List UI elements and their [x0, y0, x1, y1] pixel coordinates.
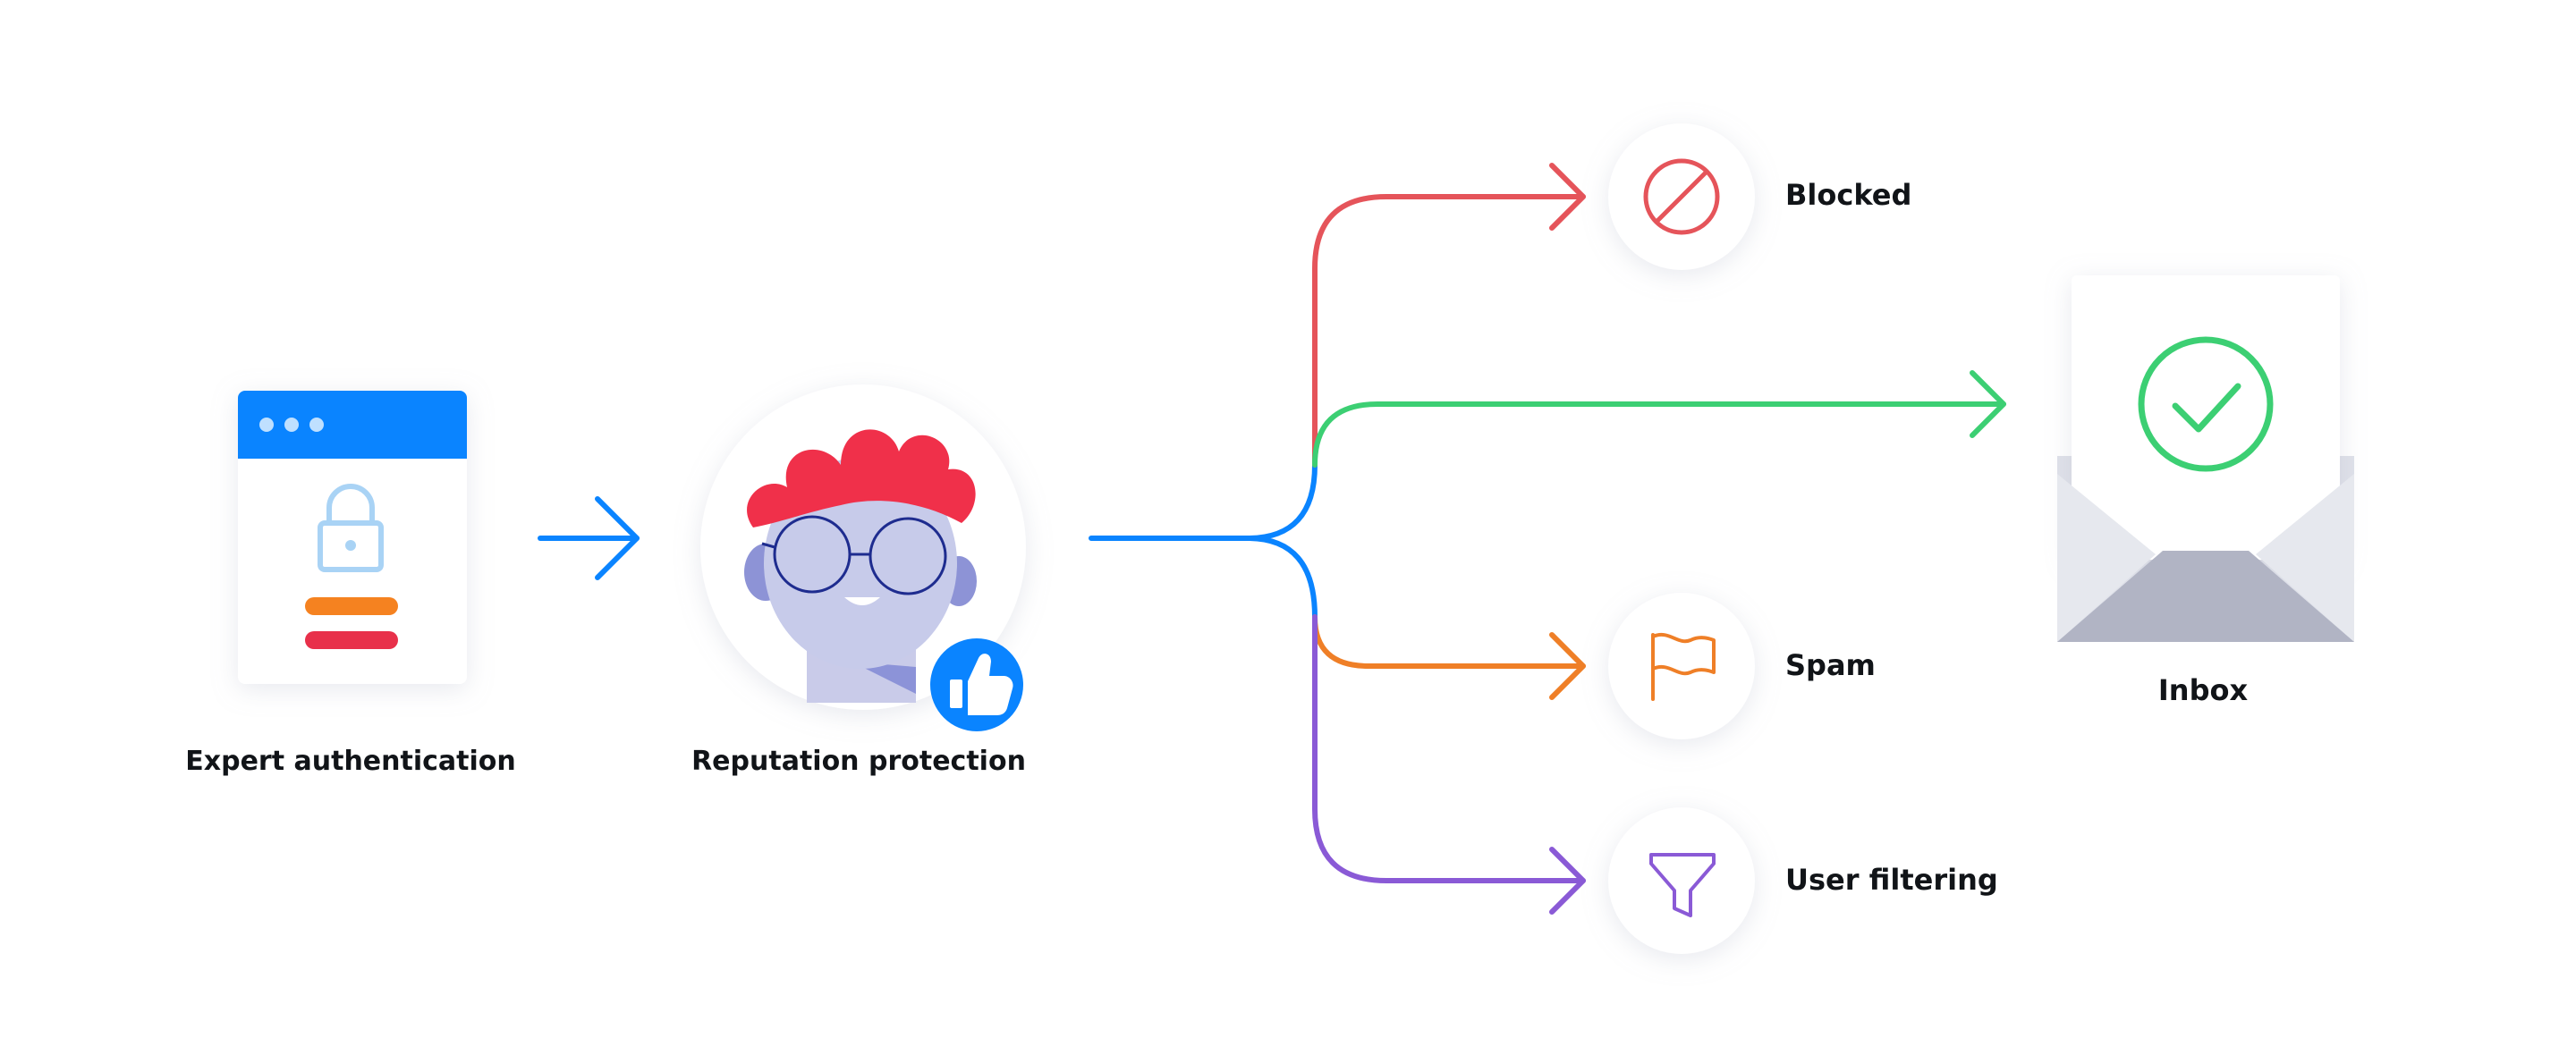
reputation-character [700, 384, 1026, 731]
browser-dot-icon [309, 418, 324, 432]
branch-trunk [1089, 462, 1318, 620]
thumbs-up-icon [930, 638, 1023, 731]
red-bar [305, 631, 398, 649]
arrow-auth-to-reputation [538, 496, 640, 580]
checkmark-icon [2138, 336, 2274, 472]
inbox-envelope [2057, 275, 2354, 642]
branch-spam [1312, 614, 1586, 700]
branch-filtering [1312, 614, 1586, 915]
browser-dot-icon [259, 418, 274, 432]
spam-node [1608, 593, 1755, 739]
branch-inbox [1312, 370, 2006, 468]
funnel-icon [1649, 853, 1716, 917]
inbox-label: Inbox [2157, 673, 2249, 707]
blocked-icon [1643, 158, 1720, 235]
blocked-node [1608, 123, 1755, 270]
blocked-label: Blocked [1785, 178, 1912, 212]
auth-label: Expert authentication [185, 746, 516, 777]
spam-label: Spam [1785, 648, 1876, 682]
lock-icon [318, 484, 384, 572]
reputation-label: Reputation protection [691, 746, 1026, 777]
filtering-label: User filtering [1785, 863, 1998, 897]
browser-dot-icon [284, 418, 299, 432]
branch-blocked [1312, 163, 1586, 468]
browser-title-bar [238, 391, 467, 459]
browser-window [238, 391, 467, 684]
flag-icon [1651, 633, 1716, 701]
orange-bar [305, 597, 398, 615]
filtering-node [1608, 807, 1755, 954]
